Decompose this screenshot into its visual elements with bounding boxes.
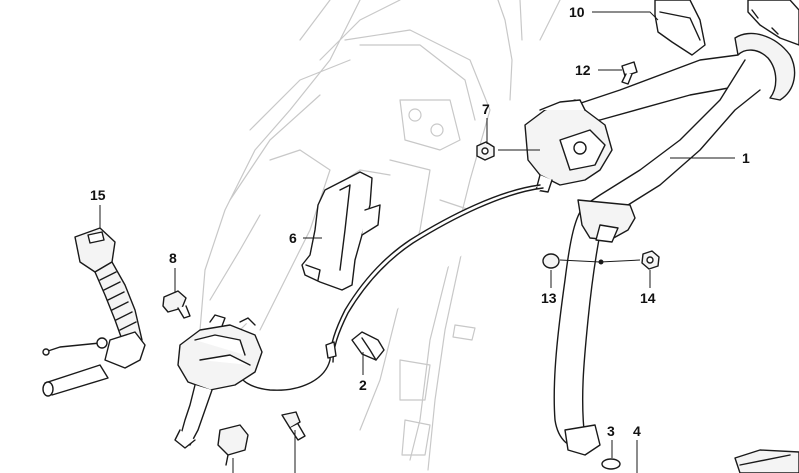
callout-15: 15 [90,187,106,203]
buckle-part-15 [42,227,146,397]
callout-4: 4 [633,423,641,439]
callout-3: 3 [607,423,615,439]
cable [237,184,544,391]
nut-part-14 [641,250,660,270]
washer-part-3 [601,458,621,470]
clip-part-2 [351,331,385,361]
pretensioner-unit [174,314,263,449]
callout-14: 14 [640,290,656,306]
belt-latch-plate [577,199,636,243]
callout-6: 6 [289,230,297,246]
plug-part-8 [162,290,191,319]
callout-12: 12 [575,62,591,78]
callout-2: 2 [359,377,367,393]
belt-retractor [524,99,613,193]
nut-part-7 [476,141,495,161]
belt-webbing-part-1 [539,32,796,456]
callout-1: 1 [742,150,750,166]
callout-13: 13 [541,290,557,306]
seat-frame [199,0,561,471]
leader-lines [99,11,735,473]
cap-part-13 [542,253,560,269]
anchor-point [598,259,604,265]
connector-lower [217,411,306,466]
bolt-part-12 [621,61,638,85]
cover-part-4 [734,449,799,473]
trim-cover-part-10 [654,0,799,56]
bracket-part-6 [301,171,381,291]
callout-7: 7 [482,101,490,117]
callouts: 1 2 3 4 6 7 8 10 12 13 14 15 [90,4,750,439]
callout-8: 8 [169,250,177,266]
callout-10: 10 [569,4,585,20]
